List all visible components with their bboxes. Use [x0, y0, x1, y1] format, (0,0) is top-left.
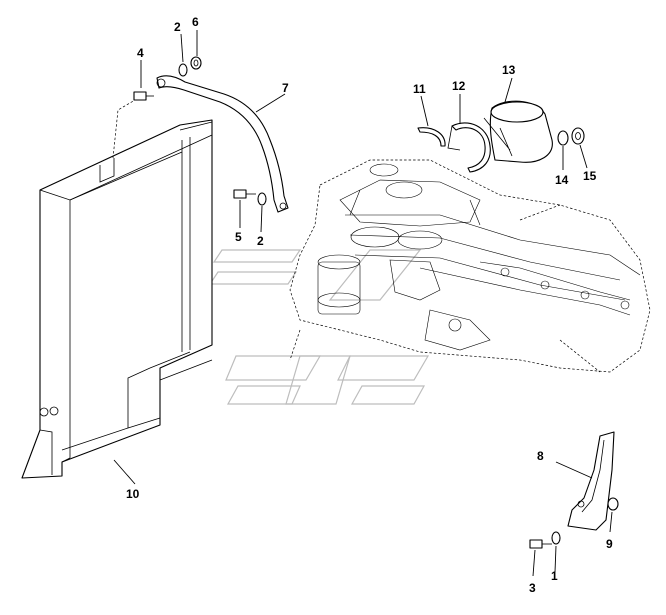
engine-assembly — [289, 159, 651, 373]
nut-15 — [571, 127, 585, 145]
callout-10: 10 — [126, 487, 140, 501]
callout-4: 4 — [137, 46, 144, 60]
washer-14 — [557, 130, 569, 146]
callout-8: 8 — [537, 449, 544, 463]
callout-2-lower: 2 — [257, 234, 264, 248]
callout-5: 5 — [235, 230, 242, 244]
callout-13: 13 — [502, 63, 516, 77]
callout-12: 12 — [452, 79, 466, 93]
radiator-shroud — [21, 99, 213, 479]
bolt-3 — [529, 539, 552, 549]
bolt-5 — [233, 189, 256, 199]
callout-labels: 4 2 6 7 5 2 11 12 13 14 15 10 8 9 3 1 — [126, 15, 613, 595]
washer-1 — [551, 531, 561, 545]
callout-11: 11 — [413, 82, 426, 96]
washer-2-lower — [257, 192, 267, 206]
callout-15: 15 — [583, 169, 597, 183]
leader-lines — [113, 30, 613, 577]
clamp-ring-12 — [447, 122, 491, 173]
sleeve-13 — [483, 100, 553, 163]
callout-3: 3 — [529, 581, 536, 595]
callout-9: 9 — [606, 537, 613, 551]
bolt-4 — [133, 91, 154, 101]
callout-1: 1 — [551, 569, 558, 583]
callout-2-upper: 2 — [174, 20, 181, 34]
watermark-logo — [208, 249, 430, 405]
support-rod — [156, 75, 289, 213]
callout-6: 6 — [192, 15, 199, 29]
callout-14: 14 — [555, 173, 569, 187]
clamp-ring-11 — [417, 127, 446, 147]
nut-9 — [607, 497, 619, 511]
nut-6 — [190, 56, 202, 70]
bracket-8 — [567, 431, 615, 531]
washer-2-upper — [178, 63, 188, 77]
callout-7: 7 — [282, 81, 289, 95]
